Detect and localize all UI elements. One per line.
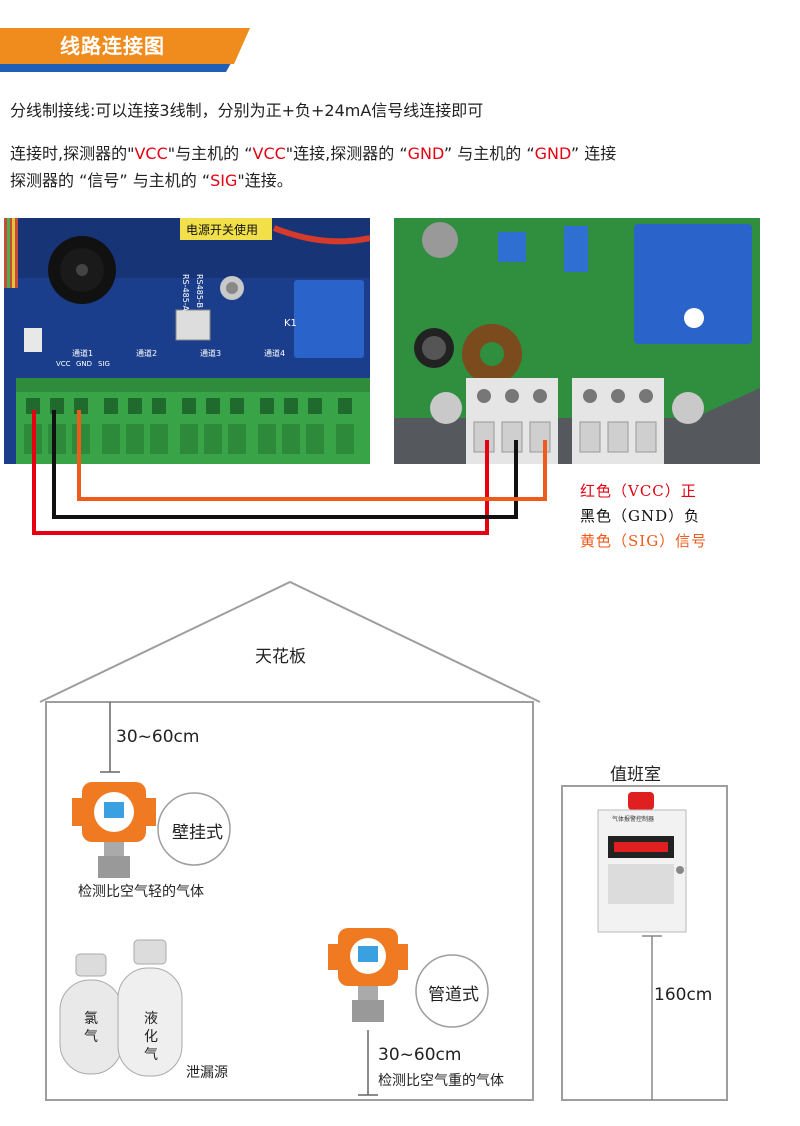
instruction-text: "连接,探测器的 “ [285,144,408,163]
wall-type-circle [157,792,231,866]
pipe-type-circle [415,954,489,1028]
controller-title: 气体报警控制器 [612,816,655,823]
cylinder-right-icon [117,939,183,1077]
rs485b-label: RS485-B [195,274,204,308]
ceiling-label: 天花板 [255,647,306,667]
power-switch-label: 电源开关使用 [186,223,259,237]
wiring-instructions: 连接时,探测器的"VCC"与主机的 “VCC"连接,探测器的 “GND” 与主机… [10,140,790,194]
instruction-text: ” 与主机的 “ [443,144,535,163]
highlighted-term: GND [407,144,444,163]
yellow-wire [77,410,547,501]
pipe-type-label: 管道式 [428,985,479,1005]
highlighted-term: GND [534,144,571,163]
leak-source-label: 泄漏源 [186,1065,228,1081]
highlighted-term: VCC [134,144,168,163]
wiring-lines [32,410,547,535]
duty-height-label: 160cm [654,985,713,1005]
instruction-line-2: 探测器的 “信号” 与主机的 “SIG"连接。 [10,167,790,194]
cylinder-right-label: 液化气 [144,1011,158,1063]
pipe-detector-icon [328,928,408,1022]
instruction-text: "与主机的 “ [167,144,253,163]
legend-yellow: 黄色（SIG）信号 [580,532,708,550]
controller-board-photo: 电源开关使用 RS-485-A RS485-B K1 通道1 通道2 通道3 通… [4,218,370,464]
instruction-text: "连接。 [237,171,293,190]
wall-caption: 检测比空气轻的气体 [78,884,204,900]
wiring-intro: 分线制接线:可以连接3线制，分别为正+负+24mA信号线连接即可 [10,101,484,120]
highlighted-term: VCC [252,144,286,163]
alarm-controller-icon [597,792,687,933]
duty-room-label: 值班室 [610,765,661,785]
pin-sig-label: SIG [98,360,110,368]
channel-2-label: 通道2 [136,349,158,358]
instruction-text: 连接时,探测器的" [10,144,135,163]
section-banner [0,28,250,72]
instruction-text: ” 连接 [570,144,617,163]
section-title: 线路连接图 [60,34,165,58]
black-wire [52,410,518,519]
cylinder-left-label: 氯气 [84,1011,98,1045]
channel-3-label: 通道3 [200,349,222,358]
pin-gnd-label: GND [76,360,93,368]
duty-room-outline [561,785,728,1101]
wall-type-label: 壁挂式 [172,823,223,843]
distance-bottom-label: 30~60cm [378,1045,462,1065]
highlighted-term: SIG [210,171,238,190]
legend-red: 红色（VCC）正 [580,482,697,500]
distance-top-label: 30~60cm [116,727,200,747]
pipe-caption: 检测比空气重的气体 [378,1073,504,1089]
red-wire [32,410,489,535]
wall-detector-icon [72,782,156,878]
legend-black: 黑色（GND）负 [580,507,701,525]
roof-outline [39,580,541,703]
room-outline [45,701,534,1101]
detector-board-photo [394,218,760,464]
relay-label: K1 [284,318,297,329]
installation-diagram [39,580,728,1101]
rs485a-label: RS-485-A [181,274,190,311]
instruction-text: 探测器的 “信号” 与主机的 “ [10,171,211,190]
pin-vcc-label: VCC [56,360,71,368]
instruction-line-1: 连接时,探测器的"VCC"与主机的 “VCC"连接,探测器的 “GND” 与主机… [10,140,790,167]
channel-4-label: 通道4 [264,349,286,358]
channel-1-label: 通道1 [72,349,94,358]
